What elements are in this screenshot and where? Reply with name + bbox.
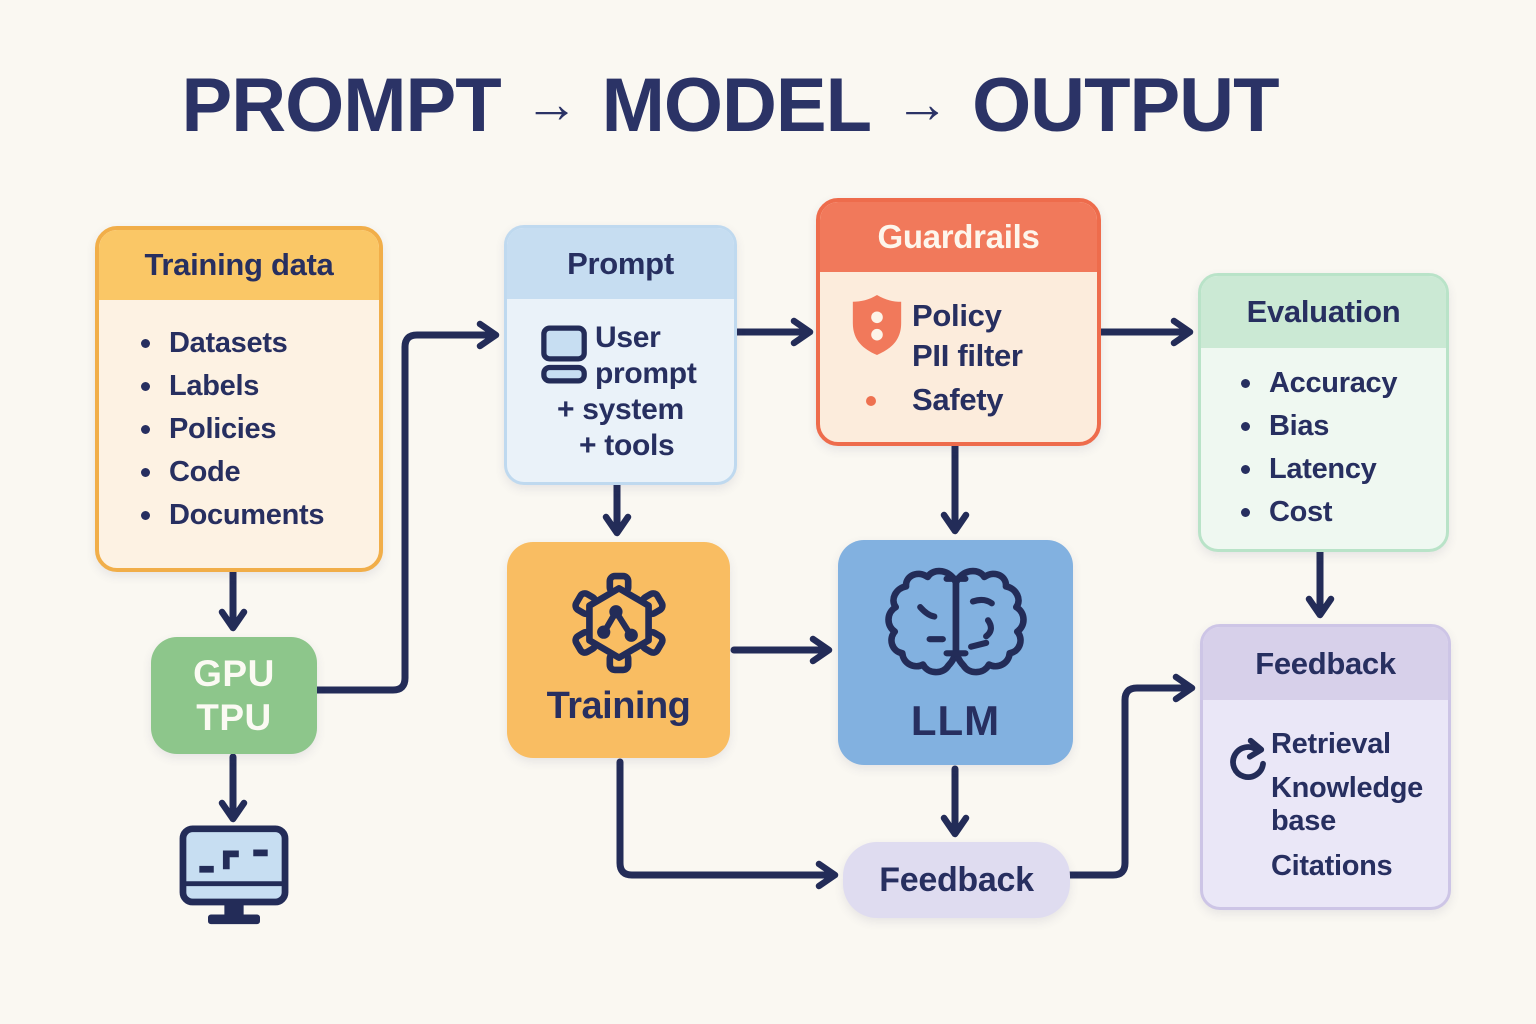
llm-label: LLM [910, 697, 1001, 744]
user-prompt-window-icon [541, 325, 589, 390]
arrow-gpu-to-prompt [313, 320, 500, 694]
bullet-dot [1241, 422, 1250, 431]
guardrails-item: Safety [912, 382, 1004, 417]
gpu-tpu-box: GPU TPU [151, 637, 317, 754]
tpu-label: TPU [196, 696, 272, 738]
feedback-detail-item: Knowledge base [1271, 772, 1423, 837]
feedback-detail-item: Retrieval [1271, 728, 1391, 760]
list-item: Cost [1241, 491, 1446, 534]
shield-icon [848, 292, 906, 363]
gear-network-icon [568, 572, 670, 679]
feedback-detail-card: Feedback Retrieval Knowledge base Citati… [1200, 624, 1451, 910]
prompt-text-line: + system [557, 393, 684, 426]
title-output: OUTPUT [972, 63, 1279, 148]
title-arrow-icon: → [895, 74, 949, 134]
bullet-dot [141, 511, 150, 520]
prompt-text-line: prompt [595, 357, 697, 390]
evaluation-card: Evaluation Accuracy Bias Latency Cost [1198, 273, 1449, 552]
feedback-box: Feedback [843, 842, 1070, 918]
evaluation-title: Evaluation [1201, 276, 1446, 348]
list-item: Datasets [141, 322, 379, 365]
list-item: Accuracy [1241, 362, 1446, 405]
gpu-label: GPU [193, 652, 275, 694]
llm-box: LLM [838, 540, 1073, 765]
bullet-dot [141, 382, 150, 391]
title-arrow-icon: → [524, 74, 579, 134]
list-item: Bias [1241, 405, 1446, 448]
guardrails-title: Guardrails [820, 202, 1097, 272]
bullet-dot [866, 396, 876, 406]
bullet-dot [141, 339, 150, 348]
title-prompt: PROMPT [181, 63, 502, 148]
title-model: MODEL [601, 63, 872, 148]
list-item: Code [141, 451, 379, 494]
bullet-dot [1241, 379, 1250, 388]
guardrails-card: Guardrails Policy PII filter Safety [816, 198, 1101, 446]
arrow-training-to-feedback [616, 758, 839, 890]
feedback-label: Feedback [879, 860, 1034, 899]
bullet-dot [141, 468, 150, 477]
prompt-text-line: + tools [579, 429, 675, 462]
prompt-text-line: User [595, 321, 661, 354]
page-title: PROMPT → MODEL → OUTPUT [0, 62, 1460, 149]
list-item: Documents [141, 494, 379, 537]
guardrails-item: Policy [912, 298, 1002, 333]
list-item: Latency [1241, 448, 1446, 491]
guardrails-item: PII filter [912, 338, 1023, 373]
brain-icon [880, 560, 1032, 695]
refresh-icon [1225, 736, 1271, 793]
bullet-dot [141, 425, 150, 434]
feedback-detail-item: Citations [1271, 850, 1393, 882]
bullet-dot [1241, 465, 1250, 474]
computer-monitor-icon [178, 824, 290, 933]
training-data-card: Training data Datasets Labels Policies C… [95, 226, 383, 572]
arrow-feedback-to-feedbackdetail [1066, 673, 1196, 879]
list-item: Labels [141, 365, 379, 408]
prompt-title: Prompt [507, 228, 734, 299]
feedback-detail-title: Feedback [1203, 627, 1448, 700]
bullet-dot [1241, 508, 1250, 517]
prompt-card: Prompt User prompt + system + tools [504, 225, 737, 485]
training-data-title: Training data [99, 230, 379, 300]
training-label: Training [546, 685, 691, 727]
training-box: Training [507, 542, 730, 758]
list-item: Policies [141, 408, 379, 451]
